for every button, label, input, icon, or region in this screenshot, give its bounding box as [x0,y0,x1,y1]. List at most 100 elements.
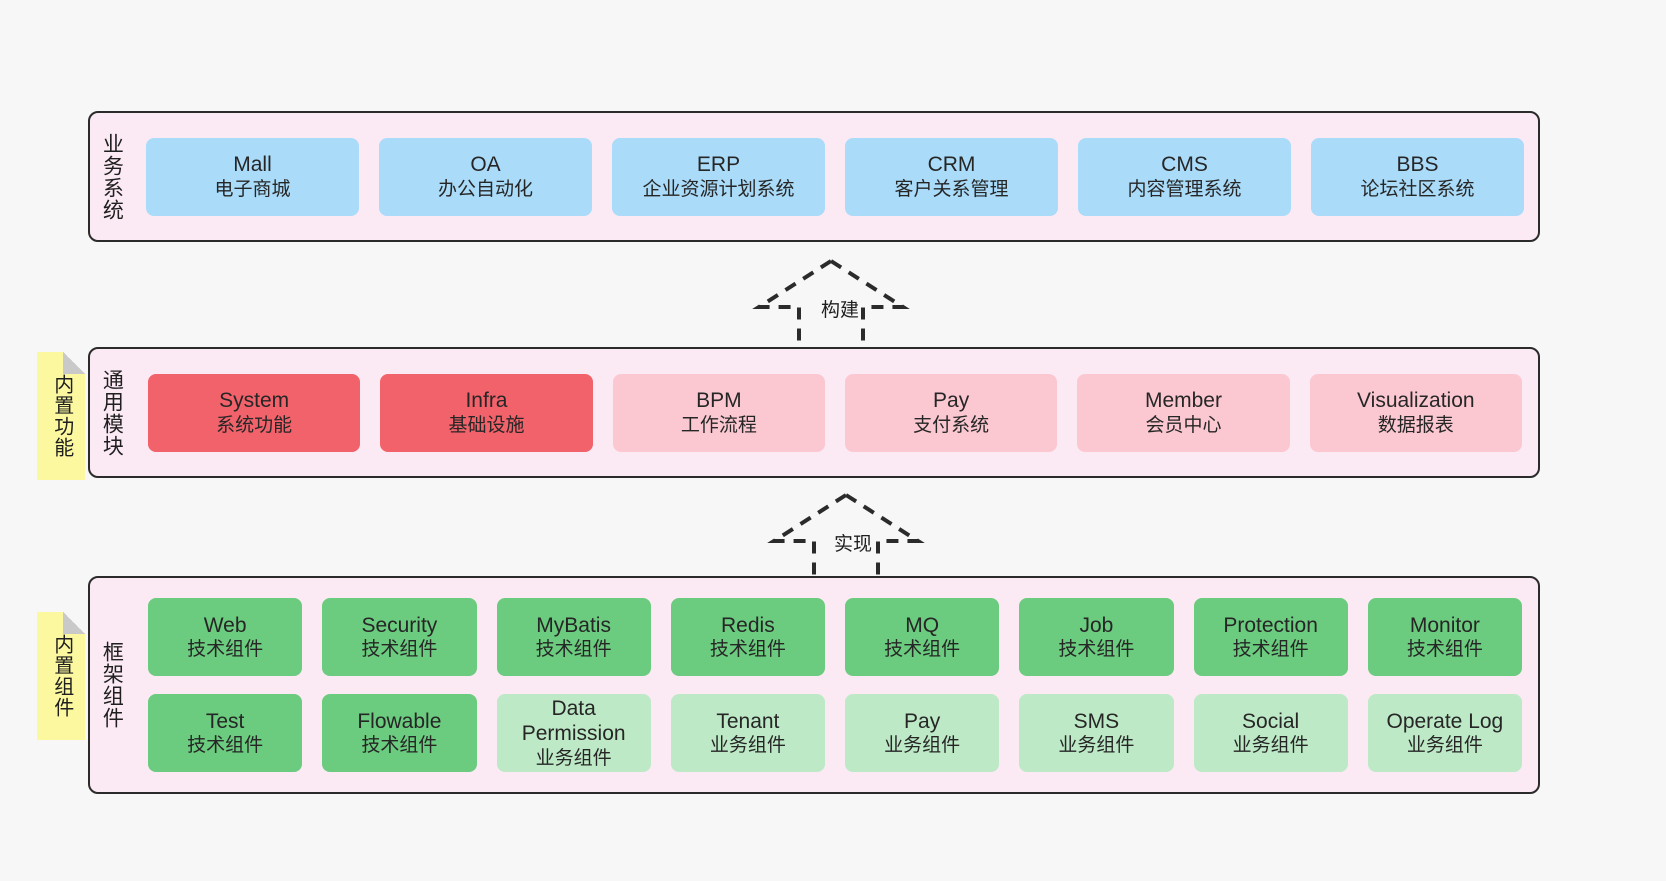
node-mall[interactable]: Mall 电子商城 [146,137,359,216]
layer-label-framework-components: 框架组件 [100,641,124,729]
layer-label-business-systems: 业务系统 [100,132,124,221]
node-title: BPM [696,389,742,413]
node-job[interactable]: Job 技术组件 [1019,598,1174,676]
arrow-implement-label: 实现 [834,534,873,555]
node-sms[interactable]: SMS 业务组件 [1019,694,1174,772]
node-title: OA [470,153,501,177]
node-subtitle: 工作流程 [680,414,757,436]
node-subtitle: 业务组件 [1406,735,1483,757]
node-subtitle: 电子商城 [214,178,291,200]
layer-body-framework-components: Web 技术组件 Security 技术组件 MyBatis 技术组件 Redi… [132,578,1538,792]
node-subtitle: 数据报表 [1377,414,1454,436]
layer-row: Web 技术组件 Security 技术组件 MyBatis 技术组件 Redi… [148,598,1522,676]
node-subtitle: 技术组件 [361,735,438,757]
node-title: Job [1079,613,1114,637]
node-title: BBS [1396,153,1439,177]
node-subtitle: 系统功能 [216,414,293,436]
node-title: MQ [905,613,940,637]
node-title: Redis [721,613,775,637]
note-builtin-function: 内置功能 [37,352,85,480]
node-monitor[interactable]: Monitor 技术组件 [1367,598,1522,676]
node-title: Data Permission [521,696,626,746]
node-subtitle: 业务组件 [884,735,961,757]
node-subtitle: 客户关系管理 [894,178,1009,200]
node-title: Operate Log [1386,709,1504,733]
layer-framework-components: 框架组件 Web 技术组件 Security 技术组件 MyBatis 技术组件… [88,576,1540,794]
node-subtitle: 技术组件 [187,735,264,757]
node-title: CMS [1161,153,1208,177]
node-subtitle: 论坛社区系统 [1360,178,1475,200]
arrow-implement: 实现 [767,493,925,579]
node-subtitle: 技术组件 [1232,639,1309,661]
layer-row: Mall 电子商城 OA 办公自动化 ERP 企业资源计划系统 CRM 客户关系… [146,137,1524,216]
node-flowable[interactable]: Flowable 技术组件 [322,694,477,772]
node-pay-module[interactable]: Pay 支付系统 [844,373,1058,452]
layer-body-common-modules: System 系统功能 Infra 基础设施 BPM 工作流程 Pay 支付系统… [132,349,1538,476]
node-subtitle: 技术组件 [884,639,961,661]
node-subtitle: 办公自动化 [437,178,533,200]
node-title: Security [361,613,438,637]
layer-row: Test 技术组件 Flowable 技术组件 Data Permission … [148,694,1522,772]
layer-body-business-systems: Mall 电子商城 OA 办公自动化 ERP 企业资源计划系统 CRM 客户关系… [132,113,1538,240]
node-operate-log[interactable]: Operate Log 业务组件 [1367,694,1522,772]
node-protection[interactable]: Protection 技术组件 [1193,598,1348,676]
node-subtitle: 内容管理系统 [1127,178,1242,200]
node-subtitle: 业务组件 [1232,735,1309,757]
arrow-build-label: 构建 [821,300,860,321]
node-title: Test [205,709,245,733]
node-test[interactable]: Test 技术组件 [148,694,303,772]
node-title: Pay [904,709,941,733]
node-tenant[interactable]: Tenant 业务组件 [670,694,825,772]
node-title: Monitor [1409,613,1480,637]
node-title: Infra [465,389,508,413]
node-title: Visualization [1357,389,1475,413]
node-title: CRM [927,153,976,177]
layer-row: System 系统功能 Infra 基础设施 BPM 工作流程 Pay 支付系统… [148,373,1522,452]
node-title: Pay [933,389,970,413]
node-title: Member [1144,389,1222,413]
note-builtin-component: 内置组件 [37,612,85,740]
node-title: ERP [696,153,741,177]
node-infra[interactable]: Infra 基础设施 [380,373,593,452]
node-system[interactable]: System 系统功能 [148,373,361,452]
node-web[interactable]: Web 技术组件 [148,598,303,676]
node-title: Flowable [357,709,442,733]
node-social[interactable]: Social 业务组件 [1193,694,1348,772]
node-oa[interactable]: OA 办公自动化 [379,137,592,216]
node-visualization[interactable]: Visualization 数据报表 [1309,373,1522,452]
node-title: Tenant [716,709,780,733]
layer-business-systems: 业务系统 Mall 电子商城 OA 办公自动化 ERP 企业资源计划系统 CRM… [88,111,1540,242]
node-subtitle: 企业资源计划系统 [642,178,795,200]
node-redis[interactable]: Redis 技术组件 [670,598,825,676]
node-subtitle: 支付系统 [913,414,990,436]
layer-label-common-modules: 通用模块 [100,368,124,457]
node-subtitle: 技术组件 [709,639,786,661]
node-crm[interactable]: CRM 客户关系管理 [845,137,1058,216]
node-mq[interactable]: MQ 技术组件 [845,598,1000,676]
node-member[interactable]: Member 会员中心 [1077,373,1290,452]
node-title: MyBatis [536,613,611,637]
node-subtitle: 业务组件 [1058,735,1135,757]
node-bbs[interactable]: BBS 论坛社区系统 [1311,137,1524,216]
node-title: Web [203,613,247,637]
node-bpm[interactable]: BPM 工作流程 [612,373,825,452]
node-cms[interactable]: CMS 内容管理系统 [1078,137,1291,216]
node-subtitle: 基础设施 [448,414,525,436]
node-mybatis[interactable]: MyBatis 技术组件 [496,598,651,676]
node-title: Social [1242,709,1300,733]
node-subtitle: 会员中心 [1145,414,1222,436]
note-label: 内置组件 [50,634,73,718]
arrow-build: 构建 [752,259,910,345]
node-subtitle: 技术组件 [187,639,264,661]
node-title: Protection [1223,613,1318,637]
node-subtitle: 技术组件 [535,639,612,661]
note-label: 内置功能 [50,374,73,458]
node-erp[interactable]: ERP 企业资源计划系统 [612,137,825,216]
node-title: SMS [1073,709,1120,733]
node-security[interactable]: Security 技术组件 [322,598,477,676]
node-pay-component[interactable]: Pay 业务组件 [845,694,1000,772]
node-data-permission[interactable]: Data Permission 业务组件 [496,694,651,772]
node-subtitle: 技术组件 [1058,639,1135,661]
node-subtitle: 技术组件 [1406,639,1483,661]
node-subtitle: 业务组件 [709,735,786,757]
